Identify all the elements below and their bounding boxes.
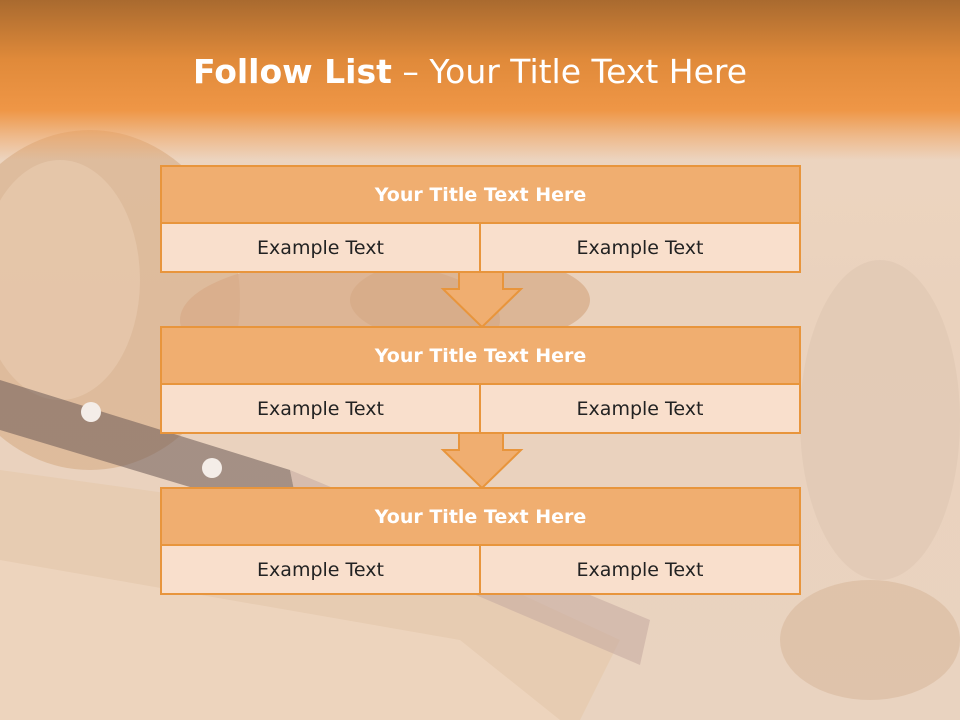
down-arrow-icon <box>440 432 524 490</box>
block-cell-right: Example Text <box>479 544 801 595</box>
slide-title: Follow List – Your Title Text Here <box>0 52 940 91</box>
block-cell-left: Example Text <box>160 222 481 273</box>
block-title: Your Title Text Here <box>160 165 801 224</box>
block-cell-right: Example Text <box>479 383 801 434</box>
block-cell-left: Example Text <box>160 544 481 595</box>
slide-title-bold: Follow List <box>192 52 392 91</box>
list-block-1: Your Title Text Here Example Text Exampl… <box>160 165 801 273</box>
down-arrow-icon <box>440 271 524 329</box>
block-cell-left: Example Text <box>160 383 481 434</box>
block-title: Your Title Text Here <box>160 326 801 385</box>
block-cell-right: Example Text <box>479 222 801 273</box>
block-title: Your Title Text Here <box>160 487 801 546</box>
list-block-2: Your Title Text Here Example Text Exampl… <box>160 326 801 434</box>
list-block-3: Your Title Text Here Example Text Exampl… <box>160 487 801 595</box>
title-bar <box>0 0 960 160</box>
slide-title-rest: – Your Title Text Here <box>391 52 748 91</box>
